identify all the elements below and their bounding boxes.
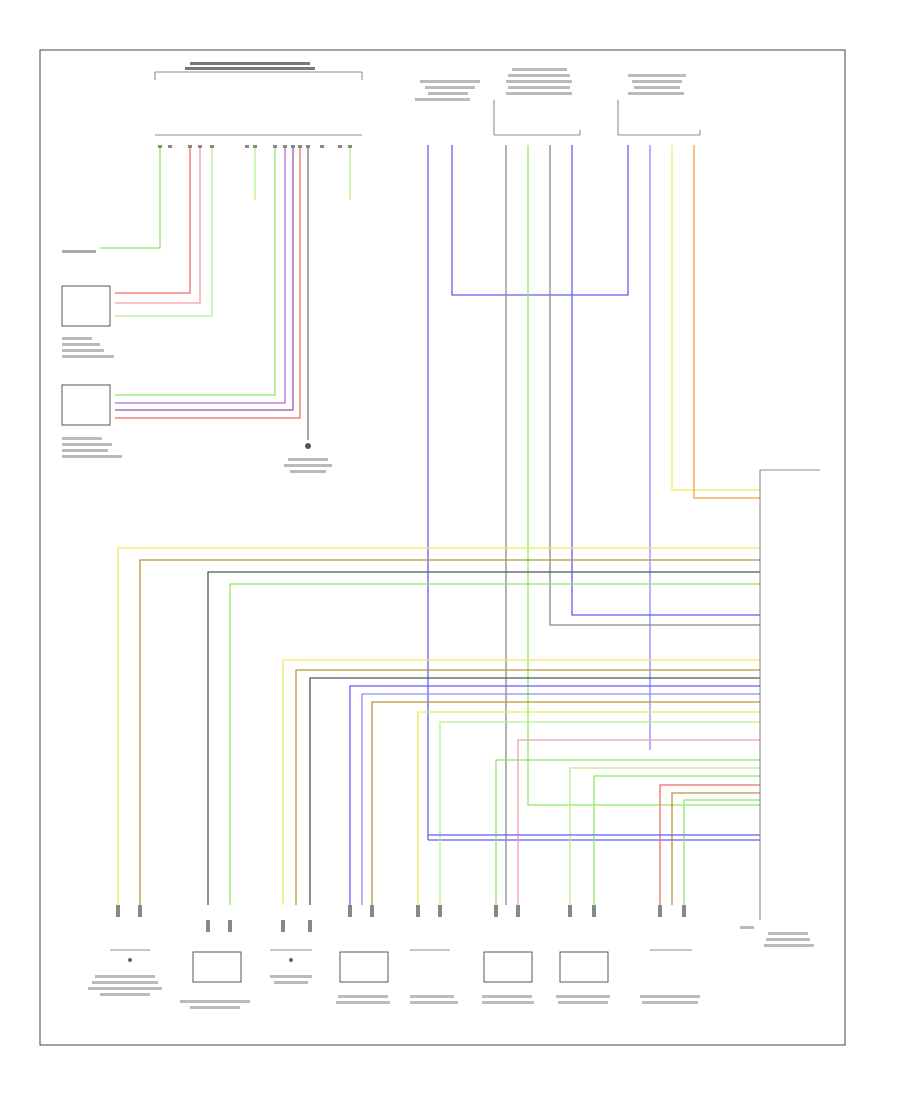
top-left-wires bbox=[100, 145, 351, 440]
top-left-module-header bbox=[154, 62, 363, 136]
left-component-box-2 bbox=[61, 384, 111, 426]
top-center-right-wires bbox=[427, 145, 760, 905]
horizontal-bus-lower bbox=[282, 659, 760, 905]
horizontal-bus-upper bbox=[117, 547, 760, 905]
bottom-captions bbox=[180, 975, 700, 1009]
left-box-2-caption bbox=[62, 437, 122, 458]
left-component-box-1 bbox=[61, 285, 111, 327]
left-box-1-caption bbox=[62, 337, 114, 358]
bottom-component-7 bbox=[559, 951, 609, 983]
top-left-connector-pins bbox=[158, 145, 352, 148]
left-feed-label bbox=[62, 250, 96, 253]
top-right-module bbox=[617, 74, 701, 136]
bottom-component-1 bbox=[88, 949, 162, 996]
ground-symbol bbox=[284, 443, 332, 473]
top-center-module-b bbox=[493, 68, 581, 136]
bottom-component-3 bbox=[270, 949, 312, 962]
diagram-frame bbox=[39, 49, 846, 1046]
bottom-component-6 bbox=[483, 951, 533, 983]
bottom-connector-pins bbox=[116, 905, 686, 932]
bottom-component-2 bbox=[192, 951, 242, 983]
top-center-module-a bbox=[415, 80, 480, 101]
right-main-connector bbox=[740, 469, 820, 947]
bottom-component-4 bbox=[339, 951, 389, 983]
